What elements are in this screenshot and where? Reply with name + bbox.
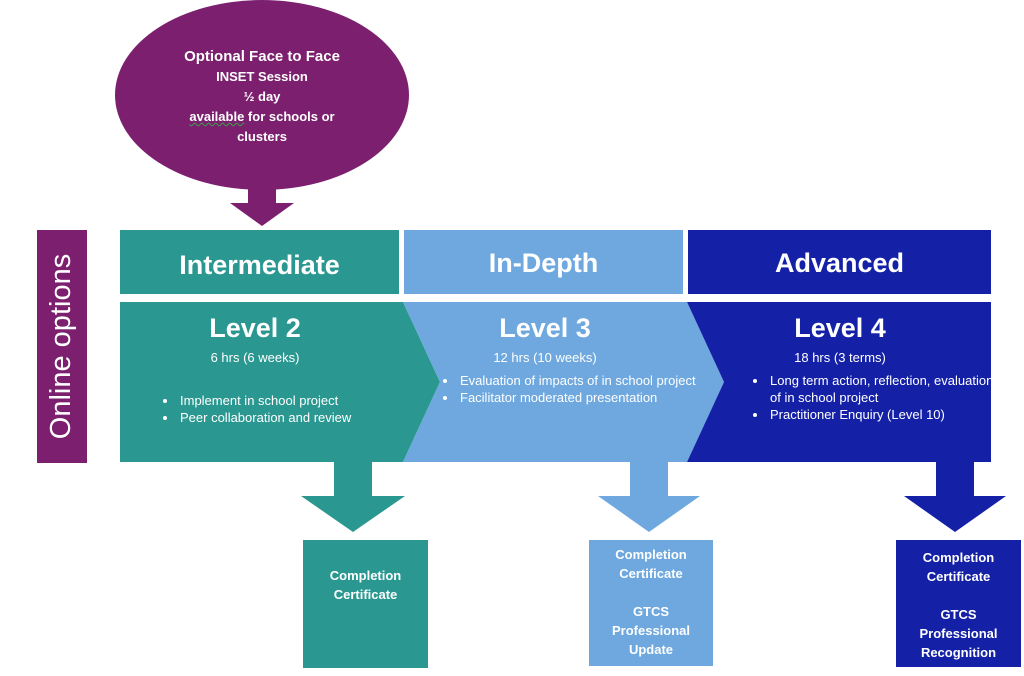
certificate-text-level-2: Completion Certificate bbox=[303, 566, 428, 604]
level-3-title: Level 3 bbox=[499, 313, 591, 343]
certificate-text-level-4: Completion Certificate GTCS Professional… bbox=[896, 548, 1021, 662]
level-4-bullets: Long term action, reflection, evaluation… bbox=[750, 372, 998, 423]
certificate-line: Completion bbox=[922, 550, 995, 565]
level-3-bullets: Evaluation of impacts of in school proje… bbox=[440, 372, 708, 406]
certificate-line: Professional bbox=[611, 623, 691, 638]
certificate-line: Certificate bbox=[333, 587, 398, 602]
oval-line-4-rest: for schools or bbox=[244, 109, 335, 124]
certificate-box-level-4 bbox=[896, 540, 1021, 667]
level-4-title: Level 4 bbox=[794, 313, 886, 343]
down-arrow-level-4 bbox=[904, 460, 1006, 532]
certificate-spacer bbox=[589, 583, 713, 602]
oval-line-2: INSET Session bbox=[216, 69, 308, 84]
header-advanced: Advanced bbox=[774, 248, 905, 278]
certificate-line: Certificate bbox=[619, 566, 683, 581]
header-intermediate: Intermediate bbox=[179, 250, 340, 280]
header-bar-intermediate bbox=[120, 230, 399, 294]
level-2-bullets: Implement in school project Peer collabo… bbox=[160, 392, 408, 426]
oval-line-1: Optional Face to Face bbox=[184, 48, 340, 65]
header-in-depth: In-Depth bbox=[488, 248, 599, 278]
certificate-line: Completion bbox=[615, 547, 687, 562]
oval-line-3: ½ day bbox=[243, 89, 281, 104]
header-bar-in-depth bbox=[404, 230, 683, 294]
level-4-hours: 18 hrs (3 terms) bbox=[794, 350, 886, 365]
down-arrow-level-2 bbox=[301, 460, 405, 532]
oval-down-arrow bbox=[230, 176, 294, 226]
level-2-bullet-1: Implement in school project bbox=[178, 392, 408, 409]
inset-session-text: Optional Face to Face INSET Session ½ da… bbox=[170, 47, 354, 147]
certificate-line: Recognition bbox=[920, 645, 997, 660]
certificate-text-level-3: Completion Certificate GTCS Professional… bbox=[589, 545, 713, 659]
header-bar-advanced bbox=[688, 230, 991, 294]
online-options-bar bbox=[37, 230, 87, 463]
level-4-bullet-1: Long term action, reflection, evaluation… bbox=[768, 372, 998, 406]
oval-line-4: available for schools or bbox=[170, 107, 354, 127]
chevron-level-3 bbox=[403, 302, 724, 462]
down-arrow-level-3 bbox=[598, 460, 700, 532]
level-2-title: Level 2 bbox=[209, 313, 301, 343]
level-2-bullet-2: Peer collaboration and review bbox=[178, 409, 408, 426]
level-3-hours: 12 hrs (10 weeks) bbox=[493, 350, 597, 365]
level-4-bullet-2: Practitioner Enquiry (Level 10) bbox=[768, 406, 998, 423]
inset-session-oval bbox=[115, 0, 409, 190]
chevron-level-2 bbox=[120, 302, 440, 462]
online-options-label: Online options bbox=[45, 253, 78, 440]
oval-line-4-underlined: available bbox=[189, 109, 245, 124]
level-3-bullet-1: Evaluation of impacts of in school proje… bbox=[458, 372, 708, 389]
certificate-spacer bbox=[896, 586, 1021, 605]
level-2-hours: 6 hrs (6 weeks) bbox=[210, 350, 300, 365]
certificate-box-level-2 bbox=[303, 540, 428, 668]
certificate-line: GTCS bbox=[632, 604, 670, 619]
certificate-line: Certificate bbox=[926, 569, 991, 584]
level-3-bullet-2: Facilitator moderated presentation bbox=[458, 389, 708, 406]
certificate-line: Professional bbox=[919, 626, 998, 641]
chevron-level-4 bbox=[687, 302, 991, 462]
certificate-line: Update bbox=[628, 642, 674, 657]
certificate-box-level-3 bbox=[589, 540, 713, 666]
oval-line-5: clusters bbox=[237, 129, 287, 144]
certificate-line: Completion bbox=[329, 568, 402, 583]
certificate-line: GTCS bbox=[940, 607, 977, 622]
online-options-label-wrap: Online options bbox=[37, 230, 87, 463]
